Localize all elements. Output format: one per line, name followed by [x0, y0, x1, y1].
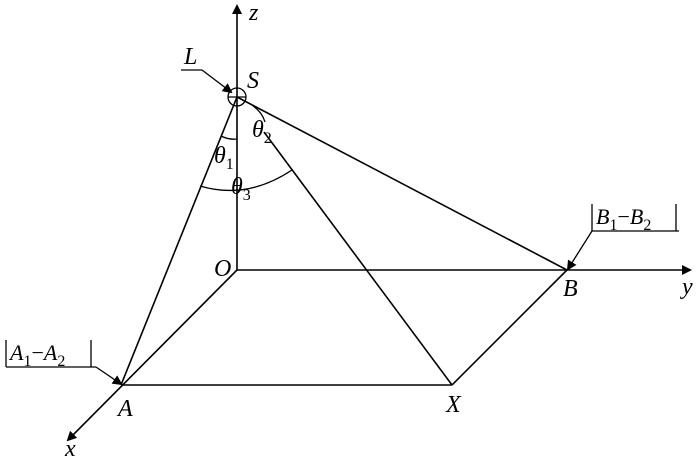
point-s-label: S	[247, 68, 259, 94]
ray-sx	[263, 131, 453, 386]
ray-sa	[120, 96, 238, 386]
a-callout-pointer	[95, 366, 123, 386]
theta3-arc	[199, 169, 293, 192]
theta2-label: θ2	[252, 117, 272, 147]
x-axis-label: x	[64, 436, 76, 458]
point-l-label: L	[183, 44, 197, 70]
z-axis-label: z	[248, 0, 259, 26]
point-a-label: A	[116, 396, 133, 422]
x-axis	[66, 269, 238, 442]
a1-a2-label: A1−A2	[8, 340, 65, 370]
theta1-label: θ1	[214, 143, 234, 173]
point-b-label: B	[563, 276, 578, 302]
theta2-arc	[252, 105, 266, 123]
edge-xb	[451, 269, 568, 386]
l-pointer-line	[201, 69, 233, 94]
ray-sb	[236, 96, 568, 271]
theta3-label: θ3	[231, 174, 251, 204]
b-callout-pointer	[566, 230, 593, 271]
b1-b2-label: B1−B2	[596, 204, 651, 234]
point-o-label: O	[214, 256, 231, 282]
point-x-label: X	[445, 392, 462, 418]
y-axis-label: y	[680, 274, 693, 300]
theta1-arc	[220, 135, 238, 140]
